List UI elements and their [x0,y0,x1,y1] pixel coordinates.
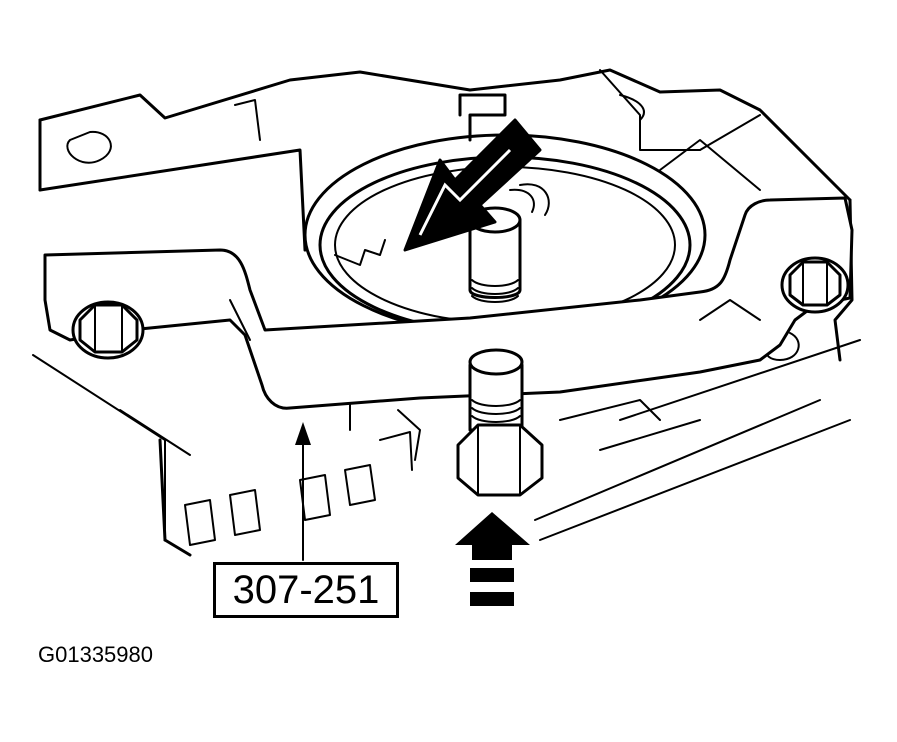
left-flange-bolt [71,300,145,360]
right-flange-bolt [780,256,850,314]
hex-head [456,423,544,497]
forcing-screw [456,348,544,497]
bore-slot [458,93,507,142]
callout-leader [295,422,311,561]
arrow-diagonal-icon [403,118,542,252]
arrow-up-dashed-icon [455,512,530,606]
figure-id: G01335980 [38,642,153,667]
engine-block [32,68,861,557]
remover-tool-body [43,196,854,410]
tool-callout-label: 307-251 [213,562,399,618]
